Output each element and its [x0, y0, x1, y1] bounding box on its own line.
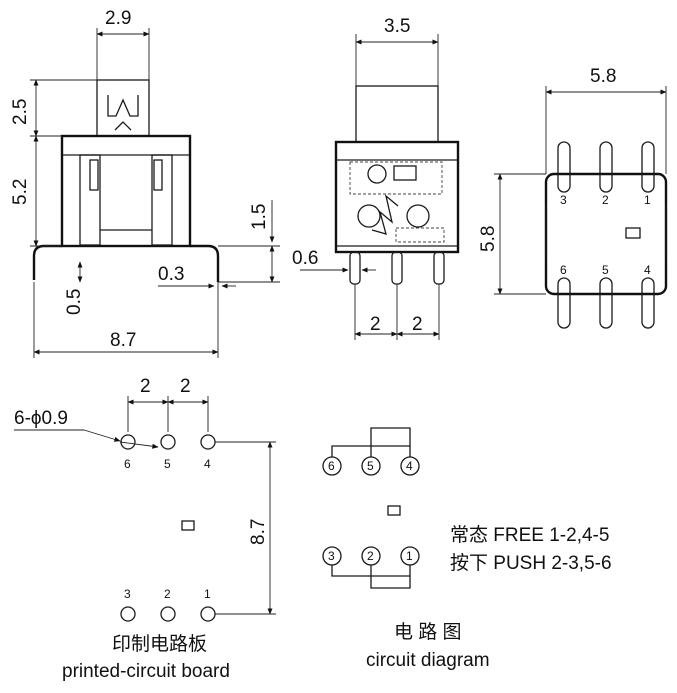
pcb-hole-2 [160, 606, 176, 622]
dim-0-5: 0.5 [64, 289, 85, 315]
side-view: 2.9 2.5 5.2 0.5 0.3 1.5 8.7 [10, 8, 280, 358]
circuit-pin-label-4: 4 [406, 459, 413, 473]
front-view: 3.5 0.6 2 2 [292, 16, 460, 340]
pcb-layout: 6 5 4 3 2 1 2 2 8.7 6-ϕ0.9 印制电路板 printed… [14, 376, 276, 682]
top-pin-label-5: 5 [602, 263, 609, 277]
dim-0-3: 0.3 [158, 264, 184, 285]
front-actuator [355, 85, 439, 143]
pcb-hole-3 [120, 606, 136, 622]
pcb-pin-label-2: 2 [164, 587, 171, 601]
circuit-pin-label-1: 1 [406, 549, 413, 563]
circuit-pin-label-3: 3 [328, 549, 335, 563]
dim-3-5: 3.5 [384, 16, 410, 37]
dim-pitch-2-right: 2 [412, 314, 423, 335]
pcb-hole-1 [200, 606, 216, 622]
state-free: 常态 FREE 1-2,4-5 [450, 524, 609, 546]
front-body [334, 140, 460, 254]
front-pin-left [349, 251, 361, 285]
top-pin-label-1: 1 [644, 193, 651, 207]
circuit-label-en: circuit diagram [366, 650, 490, 671]
dim-top-5-8-width: 5.8 [590, 66, 616, 87]
circuit-pin-label-2: 2 [367, 549, 374, 563]
circuit-diagram: 6 5 4 3 2 1 常态 FREE 1-2,4-5 按下 PUSH 2-3,… [322, 427, 612, 671]
dim-pitch-2-left: 2 [370, 314, 381, 335]
top-pin-label-6: 6 [560, 263, 567, 277]
circuit-label-cn: 电 路 图 [394, 621, 462, 643]
pcb-hole-spec: 6-ϕ0.9 [14, 408, 68, 429]
dim-1-5: 1.5 [249, 204, 270, 230]
circuit-pin-label-5: 5 [367, 459, 374, 473]
dim-2-9: 2.9 [105, 8, 131, 29]
state-push: 按下 PUSH 2-3,5-6 [450, 552, 612, 574]
side-right-lead [190, 244, 220, 282]
front-pin-right [433, 251, 445, 285]
dim-top-5-8-height: 5.8 [478, 226, 499, 252]
pcb-hole-5 [160, 434, 176, 450]
pcb-hole-4 [200, 434, 216, 450]
pcb-pin-label-4: 4 [204, 457, 211, 471]
top-view: 3 2 1 6 5 4 5.8 5.8 [478, 66, 668, 329]
dim-0-6: 0.6 [292, 248, 318, 269]
pcb-label-cn: 印制电路板 [112, 633, 207, 655]
pcb-dim-2-right: 2 [180, 376, 191, 397]
side-actuator [96, 79, 150, 137]
dim-5-2: 5.2 [10, 179, 31, 205]
side-left-lead [32, 244, 62, 280]
pcb-dim-2-left: 2 [140, 376, 151, 397]
top-pin-label-3: 3 [560, 193, 567, 207]
pcb-center-mark [181, 520, 195, 531]
side-actuator-notch [107, 95, 139, 117]
dim-2-5: 2.5 [10, 99, 31, 125]
pcb-label-en: printed-circuit board [62, 661, 230, 682]
circuit-pin-label-6: 6 [328, 459, 335, 473]
pcb-dim-8-7: 8.7 [248, 519, 269, 545]
pcb-pin-label-5: 5 [164, 457, 171, 471]
pcb-pin-label-1: 1 [204, 587, 211, 601]
front-pin-mid [391, 251, 403, 285]
pcb-pin-label-6: 6 [124, 457, 131, 471]
dim-8-7: 8.7 [110, 330, 136, 351]
side-body [60, 134, 192, 248]
pcb-pin-label-3: 3 [124, 587, 131, 601]
top-pin-label-2: 2 [602, 193, 609, 207]
circuit-actuator-mark [387, 505, 401, 516]
top-pin-label-4: 4 [644, 263, 651, 277]
top-center-mark [625, 227, 641, 239]
